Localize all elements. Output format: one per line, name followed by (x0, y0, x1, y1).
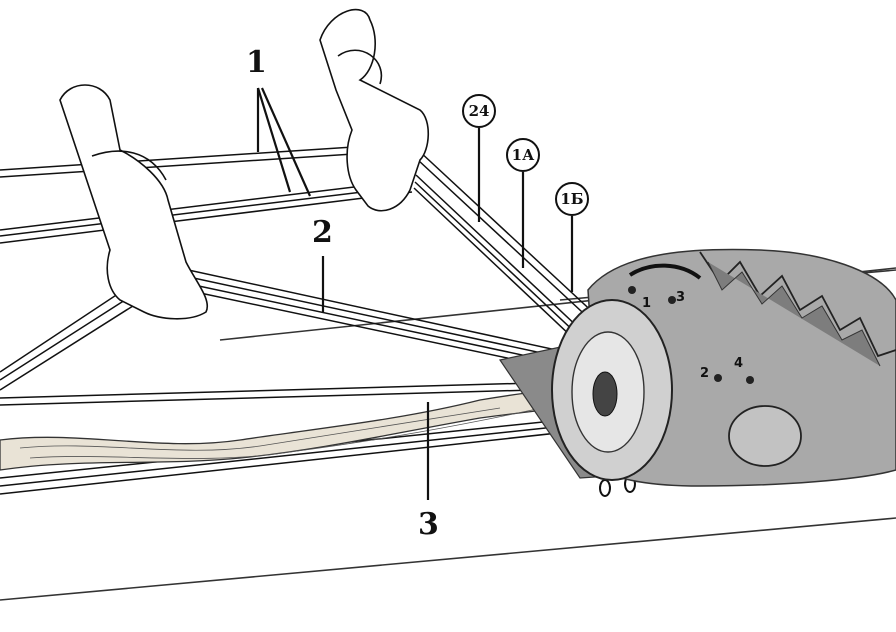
pilot-chute-tie (628, 263, 702, 280)
canopy-mark-4: 4 (734, 356, 744, 371)
canopy-mark-1: 1 (642, 296, 652, 311)
grommets (628, 286, 754, 384)
label-line-group-2: 2 (312, 215, 333, 250)
folded-canopy (551, 248, 896, 487)
canopy-mark-3: 3 (676, 290, 686, 305)
label-circle-24: 24 (462, 94, 496, 128)
canopy-mark-2: 2 (700, 366, 710, 381)
label-circle-1a: 1А (506, 138, 540, 172)
suspension-lines-1 (0, 142, 416, 244)
fabric-folds (19, 403, 561, 459)
lower-hand (59, 84, 209, 320)
label-line-group-1: 1 (246, 45, 267, 80)
upper-hand (319, 8, 430, 212)
label-line-group-3: 3 (418, 507, 439, 542)
label-circle-1b: 1Б (555, 182, 589, 216)
canopy-knob (728, 405, 802, 467)
leader-lines (256, 87, 574, 500)
